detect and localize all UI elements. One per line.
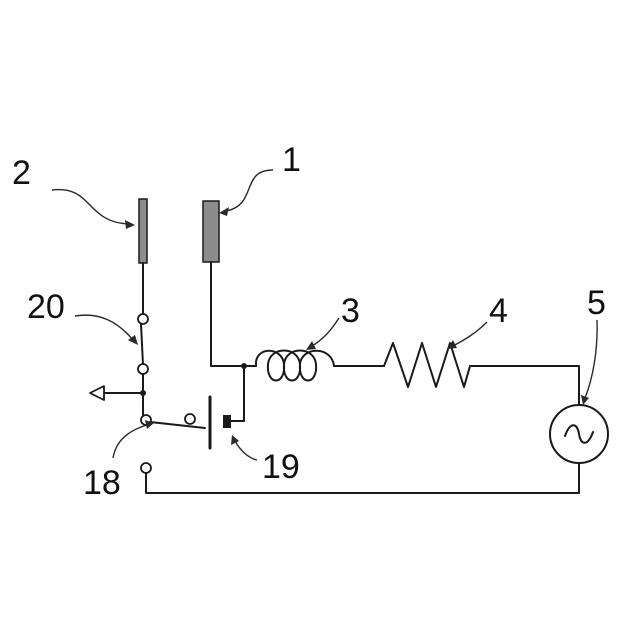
leader-2 (52, 190, 128, 224)
switch20-contact-bottom (138, 364, 148, 374)
leader-18 (113, 425, 147, 458)
leader-19-head (231, 435, 239, 445)
label-3: 3 (341, 292, 360, 330)
leader-5-head (581, 395, 589, 405)
leader-3 (312, 318, 339, 346)
leader-19 (235, 441, 257, 460)
return-wire (146, 463, 579, 493)
switch18-lower-contact (141, 463, 151, 473)
leader-1-head (219, 207, 229, 216)
label-18: 18 (83, 464, 121, 502)
label-1: 1 (282, 141, 301, 179)
label-4: 4 (489, 292, 508, 330)
leader-2-head (125, 220, 135, 229)
label-19: 19 (262, 448, 300, 486)
leader-20 (75, 315, 133, 340)
electrode-1 (203, 201, 219, 262)
switch18-side-contact (185, 414, 195, 424)
switch18-blade (150, 422, 205, 428)
label-2: 2 (12, 154, 31, 192)
wire-resistor-to-source (470, 366, 579, 405)
switch20-contact-top (138, 314, 148, 324)
tap-junction-dot (241, 363, 247, 369)
wire-core-to-tap (231, 366, 244, 421)
resistor-zigzag (384, 343, 470, 387)
arrow-left-icon (90, 386, 104, 400)
label-20: 20 (27, 288, 65, 326)
solenoid-core-19 (223, 415, 231, 428)
leader-5 (585, 320, 597, 398)
electrode-2 (139, 199, 147, 263)
inductor-coil (256, 351, 334, 381)
label-5: 5 (587, 284, 606, 322)
leader-1 (226, 170, 273, 211)
leader-3-head (306, 341, 316, 350)
wire-electrode1-down (211, 262, 256, 366)
switch20-blade (141, 324, 143, 365)
leader-4 (453, 322, 487, 346)
